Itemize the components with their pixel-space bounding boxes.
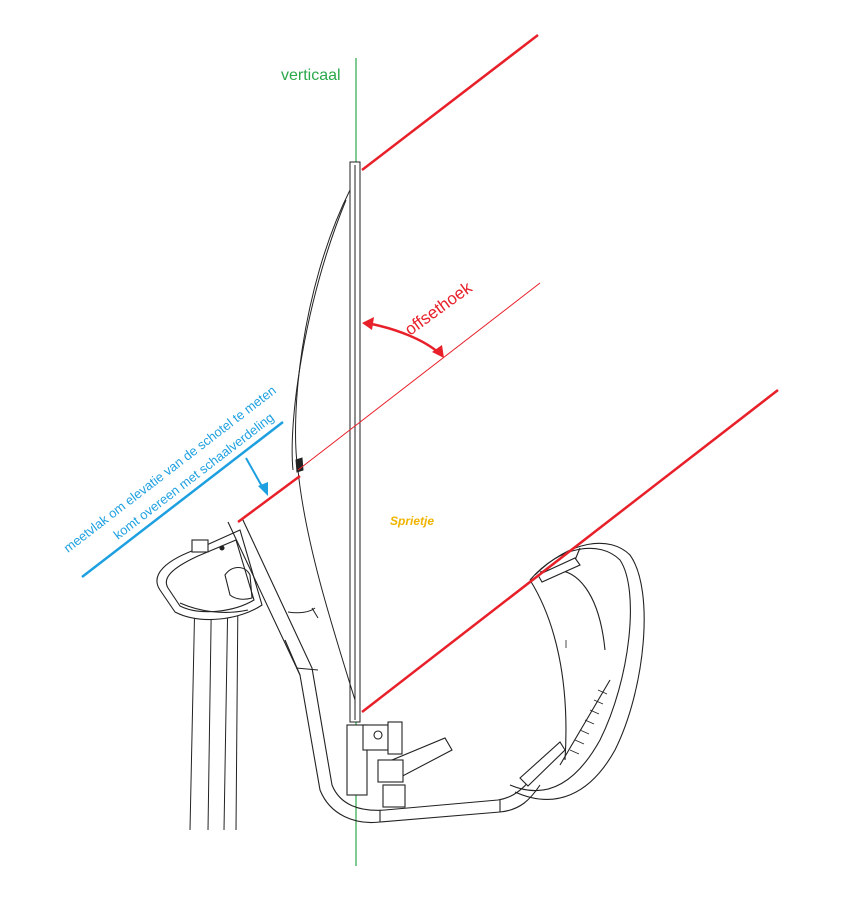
signature: Sprietje bbox=[390, 514, 434, 528]
center-ray bbox=[297, 282, 541, 471]
measure-arrowhead bbox=[258, 482, 268, 496]
measure-label-line2: komt overeen met schaalverdeling bbox=[111, 410, 277, 543]
rear-arm-hatching bbox=[565, 640, 608, 755]
lnb-hardware bbox=[362, 721, 453, 783]
rear-arm bbox=[509, 542, 645, 800]
cable-clip bbox=[287, 607, 319, 619]
measure-arrow-shaft bbox=[245, 457, 265, 491]
measure-surface bbox=[237, 474, 301, 524]
support-arm bbox=[227, 517, 541, 824]
mount-clamp bbox=[156, 529, 263, 621]
vertical-label: verticaal bbox=[281, 67, 341, 84]
top-ray bbox=[361, 34, 539, 171]
measure-parallel-line bbox=[81, 421, 284, 578]
offset-lines bbox=[237, 34, 779, 713]
offset-angle-label: offsethoek bbox=[401, 278, 476, 340]
measure-indicator bbox=[81, 421, 284, 578]
bottom-ray bbox=[361, 389, 779, 713]
measure-label-line1: meetvlak om elevatie van de schotel te m… bbox=[61, 383, 279, 556]
dish-reflector bbox=[291, 161, 361, 723]
offset-arrowheads bbox=[362, 317, 444, 358]
